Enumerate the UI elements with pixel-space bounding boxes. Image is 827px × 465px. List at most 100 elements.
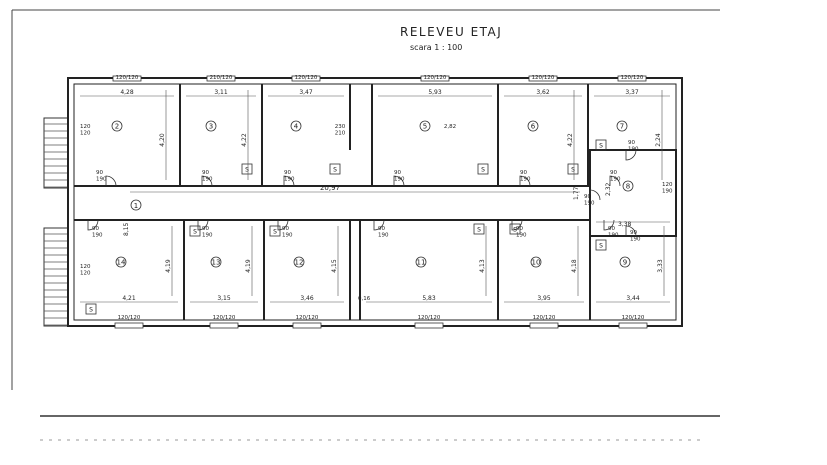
door-swing (197, 219, 209, 231)
room-number: 5 (423, 123, 427, 131)
corridor-width: 8,15 (123, 222, 130, 236)
room-number: 10 (532, 259, 541, 267)
room-height: 4,18 (571, 259, 578, 273)
room-number: 6 (531, 123, 536, 131)
door-swing (105, 175, 117, 187)
room-number-circle (115, 256, 127, 268)
window-label: 120/120 (621, 75, 644, 81)
room-number-circle (619, 256, 631, 268)
room-width: 3,37 (625, 89, 639, 96)
room-number: 3 (209, 123, 213, 131)
room-number-circle (111, 120, 123, 132)
room-width: 3,62 (536, 89, 550, 96)
room-number: 14 (117, 259, 126, 267)
room-height: 4,19 (165, 259, 172, 273)
toilet-box (595, 139, 607, 151)
toilet-mark: S (571, 167, 575, 174)
toilet-box (329, 163, 341, 175)
room-number-circle (419, 120, 431, 132)
corridor-length: 20,97 (320, 184, 340, 192)
toilet-box (269, 225, 281, 237)
room-number-circle (205, 120, 217, 132)
window-label: 120/120 (424, 75, 447, 81)
toilet-mark: S (89, 307, 93, 314)
toilet-box (241, 163, 253, 175)
room-number: 8 (626, 183, 630, 191)
door-swing (277, 219, 289, 231)
corridor-number-circle (130, 199, 142, 211)
room-number-circle (415, 256, 427, 268)
room-8-width: 3,38 (618, 221, 632, 228)
toilet-box (509, 223, 521, 235)
room-width: 4,21 (122, 295, 136, 302)
room-number: 4 (294, 123, 299, 131)
plan-title: RELEVEU ETAJ (400, 25, 502, 39)
door-swing (201, 175, 213, 187)
windows: 120/120 210/120 120/120 120/120 120/120 120/1… (112, 75, 648, 329)
window-label: 120/120 (532, 75, 555, 81)
room-width: 5,83 (422, 295, 436, 302)
room-number: 2 (115, 123, 119, 131)
toilet-mark: S (273, 229, 277, 236)
room-width: 3,95 (537, 295, 551, 302)
room-8-height: 2,32 (605, 182, 612, 196)
window-label: 120/120 (213, 315, 236, 321)
room-extra: 0,16 (358, 296, 371, 302)
window-top (112, 75, 142, 82)
window-top (528, 75, 558, 82)
window-bottom (114, 322, 144, 329)
window-bottom (209, 322, 239, 329)
room-width: 3,46 (300, 295, 314, 302)
corridor-walls (74, 185, 590, 221)
door-swing (603, 219, 615, 231)
toilet-box (473, 223, 485, 235)
toilet-box (595, 239, 607, 251)
room-height: 2,24 (655, 133, 662, 147)
room-number-circle (616, 120, 628, 132)
room-height: 4,20 (159, 133, 166, 147)
room-height: 4,22 (567, 133, 574, 147)
window-top (206, 75, 236, 82)
door-swing (393, 175, 405, 187)
room-width: 3,11 (214, 89, 228, 96)
room-width: 3,47 (299, 89, 313, 96)
window-bottom (292, 322, 322, 329)
room-number-circle (210, 256, 222, 268)
toilet-mark: S (599, 143, 603, 150)
room-number: 12 (295, 259, 304, 267)
plan-scale: scara 1 : 100 (410, 43, 462, 52)
room-number-circle (290, 120, 302, 132)
toilet-mark: S (599, 243, 603, 250)
toilet-mark: S (245, 167, 249, 174)
door-swing (373, 219, 385, 231)
toilet-mark: S (193, 229, 197, 236)
window-top (617, 75, 647, 82)
window-label: 120/120 (533, 315, 556, 321)
room-width: 5,93 (428, 89, 442, 96)
window-bottom (618, 322, 648, 329)
room-number: 13 (212, 259, 221, 267)
door-swing (625, 225, 637, 237)
toilet-box (85, 303, 97, 315)
room-number: 11 (417, 259, 426, 267)
room-8-extra: 1,77 (573, 186, 580, 200)
room-height: 4,15 (331, 259, 338, 273)
toilet-mark: S (333, 167, 337, 174)
window-label: 120/120 (296, 315, 319, 321)
room-width: 4,28 (120, 89, 134, 96)
room-height: 3,33 (657, 259, 664, 273)
window-label: 210/120 (210, 75, 233, 81)
